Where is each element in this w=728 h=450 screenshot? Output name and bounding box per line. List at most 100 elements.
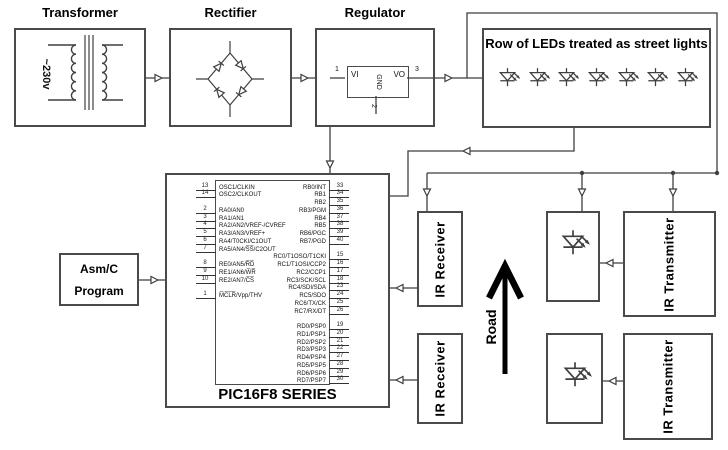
regulator-pin2-number: 2 <box>370 104 377 108</box>
pin-number: 40 <box>336 236 344 243</box>
pin-number: 38 <box>336 221 344 228</box>
led-icon <box>583 67 610 89</box>
pin-stub <box>329 259 349 261</box>
pin-number: 23 <box>336 283 344 290</box>
pin-stub <box>329 228 349 230</box>
pin-number: 24 <box>336 291 344 297</box>
pin-stub <box>196 267 216 268</box>
bridge-rectifier-icon <box>196 41 264 117</box>
pin-label: RD5/PSP5 <box>296 362 326 369</box>
pin-label: RD4/PSP4 <box>296 355 326 361</box>
led-icon <box>672 67 699 89</box>
led-row-symbols <box>494 56 699 100</box>
regulator-gnd-label: GND <box>375 74 382 90</box>
rectifier-box <box>169 28 292 127</box>
pin-label: RD6/PSP6 <box>296 370 326 377</box>
ir-led-icon <box>555 229 591 258</box>
pin-number: 30 <box>336 376 344 383</box>
pin-stub <box>329 220 349 222</box>
pin-stub <box>196 189 216 191</box>
pin-stub <box>329 236 349 237</box>
transformer-voltage-label: ~230v <box>40 58 52 90</box>
pin-label: RE1/AN6/W̅R̅ <box>219 269 256 276</box>
wire-led-feedback-to-pic <box>390 128 575 197</box>
pin-stub <box>329 367 349 369</box>
program-label-line2: Program <box>74 284 124 298</box>
pin-label: RB3/PGM <box>298 207 326 214</box>
led-icon <box>494 67 521 89</box>
pin-number: 7 <box>203 244 207 251</box>
rectifier-title: Rectifier <box>204 5 257 20</box>
pin-number: 37 <box>336 213 344 220</box>
pin-label: OSC1/CLKIN <box>219 184 255 191</box>
ir-transmitter-1-label: IR Transmitter <box>662 216 678 312</box>
pin-stub <box>329 205 349 206</box>
led-icon <box>642 67 669 89</box>
pin-stub <box>196 212 216 214</box>
pin-stub <box>329 197 349 199</box>
pin-number: 19 <box>336 322 344 328</box>
program-label-line1: Asm/C <box>79 262 118 276</box>
transformer-title: Transformer <box>42 5 118 20</box>
pin-stub <box>329 329 349 330</box>
regulator-box: VI VO GND 1 3 2 <box>315 28 435 127</box>
pin-label: RC0/T1OSO/T1CKI <box>273 254 326 261</box>
regulator-pin3-number: 3 <box>415 66 419 73</box>
pin-label: RC3/SCK/SCL <box>286 277 326 284</box>
pin-number: 17 <box>336 267 344 274</box>
pin-number: 35 <box>336 198 344 204</box>
pin-label: RB4 <box>314 215 326 222</box>
pin-stub <box>329 212 349 214</box>
pin-stub <box>196 243 216 245</box>
pin-stub <box>196 274 216 276</box>
pic-title: PIC16F8 SERIES <box>218 386 337 403</box>
regulator-pin1-number: 1 <box>335 66 339 73</box>
pin-label: RB6/PGC <box>299 231 326 237</box>
pin-label: RC4/SDI/SDA <box>288 285 326 292</box>
pin-number: 26 <box>336 306 344 313</box>
ir-transmitter-2-label: IR Transmitter <box>660 339 676 434</box>
pin-stub <box>329 383 349 385</box>
pin-label: RA1/AN1 <box>219 215 245 222</box>
pin-number: 20 <box>336 329 344 336</box>
pin-stub <box>329 305 349 307</box>
pin-label: RB5 <box>314 223 326 230</box>
pin-label: M̅C̅L̅R̅/Vpp/THV <box>219 293 263 299</box>
pin-label: RD3/PSP3 <box>296 347 326 354</box>
pin-number: 34 <box>336 190 344 197</box>
pin-number: 39 <box>336 229 344 235</box>
pin-number: 36 <box>336 205 344 212</box>
pin-number: 2 <box>203 205 207 212</box>
pin-label: RA5/AN4/S̅S̅/C2OUT <box>219 246 276 253</box>
pin-stub <box>329 336 349 338</box>
pin-number: 29 <box>336 368 344 375</box>
led-icon <box>524 67 551 89</box>
pin-stub <box>196 282 216 284</box>
pin-label: RB1 <box>314 192 326 199</box>
regulator-vo-label: VO <box>393 70 405 79</box>
pin-number: 14 <box>201 190 209 197</box>
ir-led-icon <box>557 361 593 390</box>
ir-led-box-2 <box>546 333 603 424</box>
led-row-title: Row of LEDs treated as street lights <box>485 36 708 51</box>
pin-number: 21 <box>336 337 344 344</box>
pin-label: RC2/CCP1 <box>296 269 326 276</box>
pin-label: RC5/SDO <box>299 293 326 299</box>
pin-number: 1 <box>203 291 207 297</box>
pin-label: OSC2/CLKOUT <box>219 192 262 199</box>
pin-stub <box>329 267 349 268</box>
ir-receiver-2-label: IR Receiver <box>432 340 448 417</box>
pin-stub <box>196 251 216 253</box>
pin-number: 9 <box>203 267 207 274</box>
ir-receiver-1-box: IR Receiver <box>417 211 463 307</box>
pin-stub <box>329 360 349 361</box>
pin-number: 8 <box>203 260 207 266</box>
pin-stub <box>196 236 216 237</box>
pin-label: RA0/AN0 <box>219 207 245 214</box>
program-box: Asm/C Program <box>59 253 139 306</box>
ir-transmitter-2-box: IR Transmitter <box>623 333 713 440</box>
pin-label: RA2/AN2/VREF-/CVREF <box>219 223 286 230</box>
pin-number: 27 <box>336 353 344 359</box>
